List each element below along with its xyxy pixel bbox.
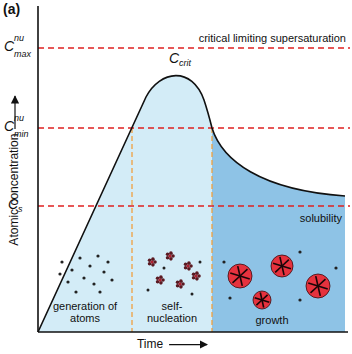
level-symbol: C	[4, 119, 14, 134]
y-axis	[37, 6, 39, 332]
grown-particles	[222, 250, 337, 309]
level-label: solubility	[300, 212, 342, 224]
pre-growth-area	[38, 76, 212, 332]
concentration-level	[38, 47, 350, 48]
concentration-level	[38, 127, 350, 128]
x-axis	[38, 331, 348, 333]
level-subscript: max	[14, 50, 31, 60]
stage-label: growth	[255, 314, 288, 326]
stage-label: self- nucleation	[144, 300, 200, 324]
growth-area	[212, 76, 345, 332]
concentration-level	[38, 205, 350, 206]
stage-divider	[131, 128, 132, 332]
stage-label: generation of atoms	[50, 300, 120, 324]
level-label: critical limiting supersaturation	[199, 32, 346, 44]
stage-divider	[211, 128, 212, 332]
level-superscript: nu	[14, 34, 24, 44]
nuclei	[147, 251, 202, 295]
axis-title: Atomic concentration	[8, 134, 21, 246]
level-subscript: crit	[179, 59, 191, 69]
atom-dots	[58, 254, 113, 293]
concentration-curve	[38, 76, 345, 332]
axis-title: Time	[137, 338, 163, 351]
level-symbol: C	[169, 51, 179, 66]
panel-letter: (a)	[3, 2, 20, 17]
level-superscript: nu	[14, 114, 24, 124]
axis-arrow	[14, 96, 15, 129]
level-symbol: C	[4, 39, 14, 54]
axis-arrow	[169, 344, 207, 345]
